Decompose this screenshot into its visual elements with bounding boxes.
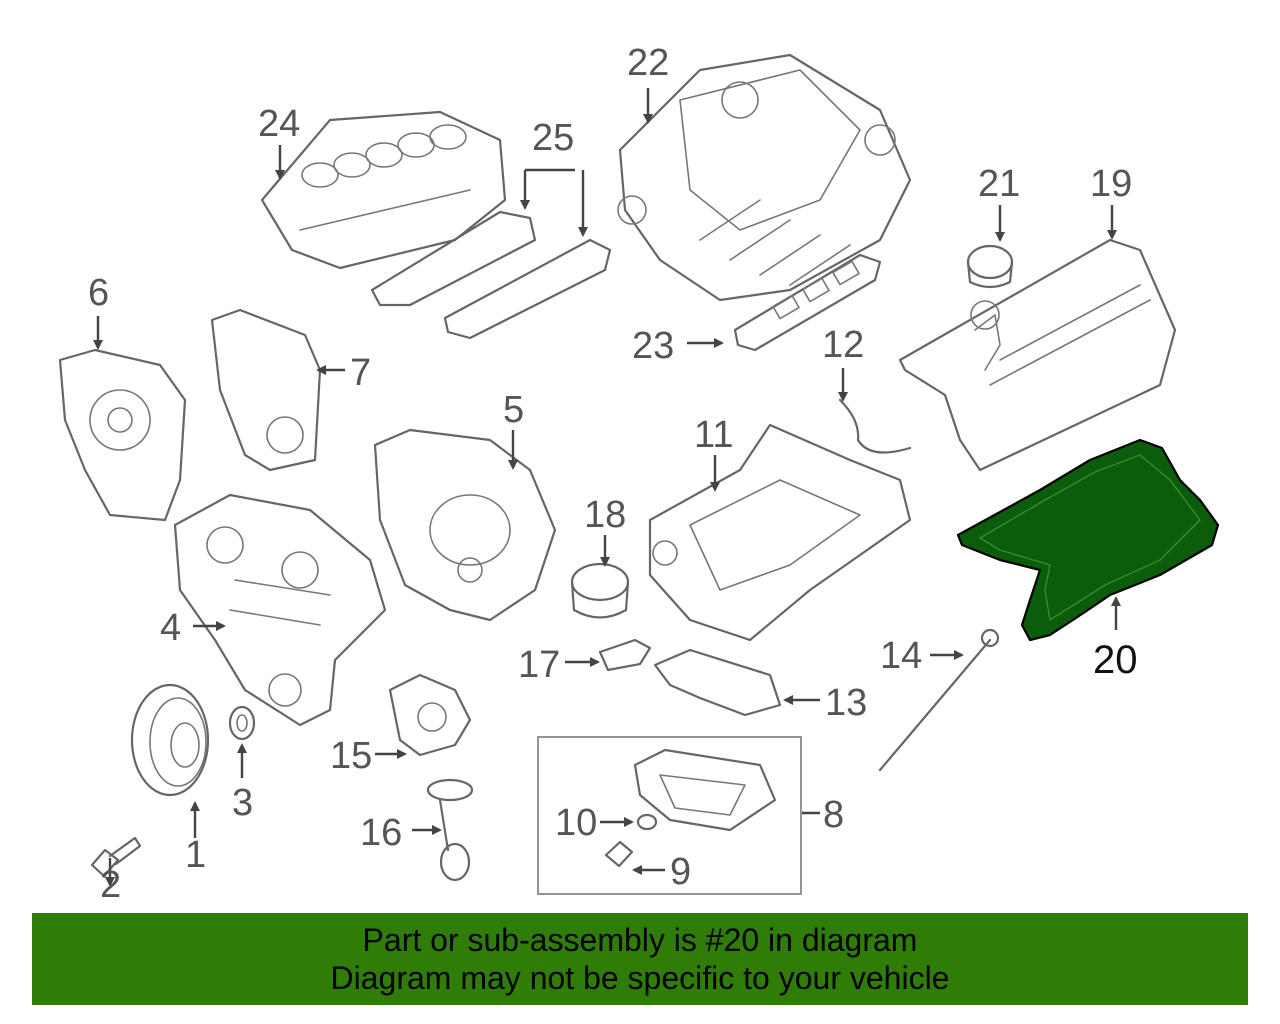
callout-13: 13: [825, 682, 867, 724]
oil-pan-lower-kit-part: [537, 736, 802, 895]
oil-filler-cap-part: [966, 244, 1014, 289]
callout-14: 14: [880, 635, 922, 677]
front-cover-gasket-part: [210, 308, 322, 472]
dipstick-tube-part: [838, 398, 912, 454]
intake-plenum-part: [617, 53, 912, 302]
oil-pan-baffle-part: [653, 648, 782, 717]
water-pump-part: [58, 348, 187, 522]
callout-16: 16: [360, 812, 402, 854]
callout-22: 22: [627, 42, 669, 84]
oil-filter-part: [570, 562, 630, 619]
pulley-bolt-part: [90, 836, 142, 878]
callout-4: 4: [160, 607, 181, 649]
banner-line-2: Diagram may not be specific to your vehi…: [330, 960, 950, 996]
callout-15: 15: [330, 735, 372, 777]
callout-3: 3: [232, 782, 253, 824]
oil-strainer-part: [426, 778, 474, 882]
intake-manifold-lower-part: [260, 110, 507, 270]
valve-cover-part: [898, 238, 1177, 472]
disclaimer-banner: Part or sub-assembly is #20 in diagram D…: [32, 913, 1248, 1005]
crankshaft-pulley-part: [130, 683, 210, 797]
callout-20: 20: [1093, 638, 1138, 682]
callout-5: 5: [503, 389, 524, 431]
callout-11: 11: [694, 414, 733, 456]
timing-cover-upper-part: [373, 428, 557, 622]
callout-2: 2: [100, 864, 121, 906]
oil-pump-part: [388, 673, 472, 757]
callout-24: 24: [258, 103, 300, 145]
callout-8: 8: [823, 794, 844, 836]
highlighted-gasket-part-20: [956, 438, 1220, 642]
callout-10: 10: [555, 802, 597, 844]
callout-6: 6: [88, 272, 109, 314]
oil-pressure-sensor-part: [598, 638, 652, 672]
callout-7: 7: [350, 352, 371, 394]
plenum-gasket-part: [733, 253, 882, 352]
callout-17: 17: [518, 644, 560, 686]
callout-18: 18: [584, 494, 626, 536]
callout-19: 19: [1090, 163, 1132, 205]
callout-21: 21: [978, 163, 1020, 205]
oil-pan-upper-part: [648, 423, 912, 642]
callout-12: 12: [822, 324, 864, 366]
dipstick-part: [878, 628, 1000, 772]
callout-1: 1: [185, 834, 206, 876]
front-seal-part: [228, 705, 256, 741]
callout-23: 23: [632, 325, 674, 367]
callout-25: 25: [532, 117, 574, 159]
leader-lines: [93, 88, 1121, 887]
timing-chain-cover-part: [173, 493, 387, 727]
intake-gasket-part: [370, 210, 612, 340]
callout-numbers: 24 25 22 23 21 19 6 7 12 5 11 18 4 14 20…: [88, 42, 1138, 906]
callout-9: 9: [670, 851, 691, 893]
banner-line-1: Part or sub-assembly is #20 in diagram: [362, 922, 918, 958]
